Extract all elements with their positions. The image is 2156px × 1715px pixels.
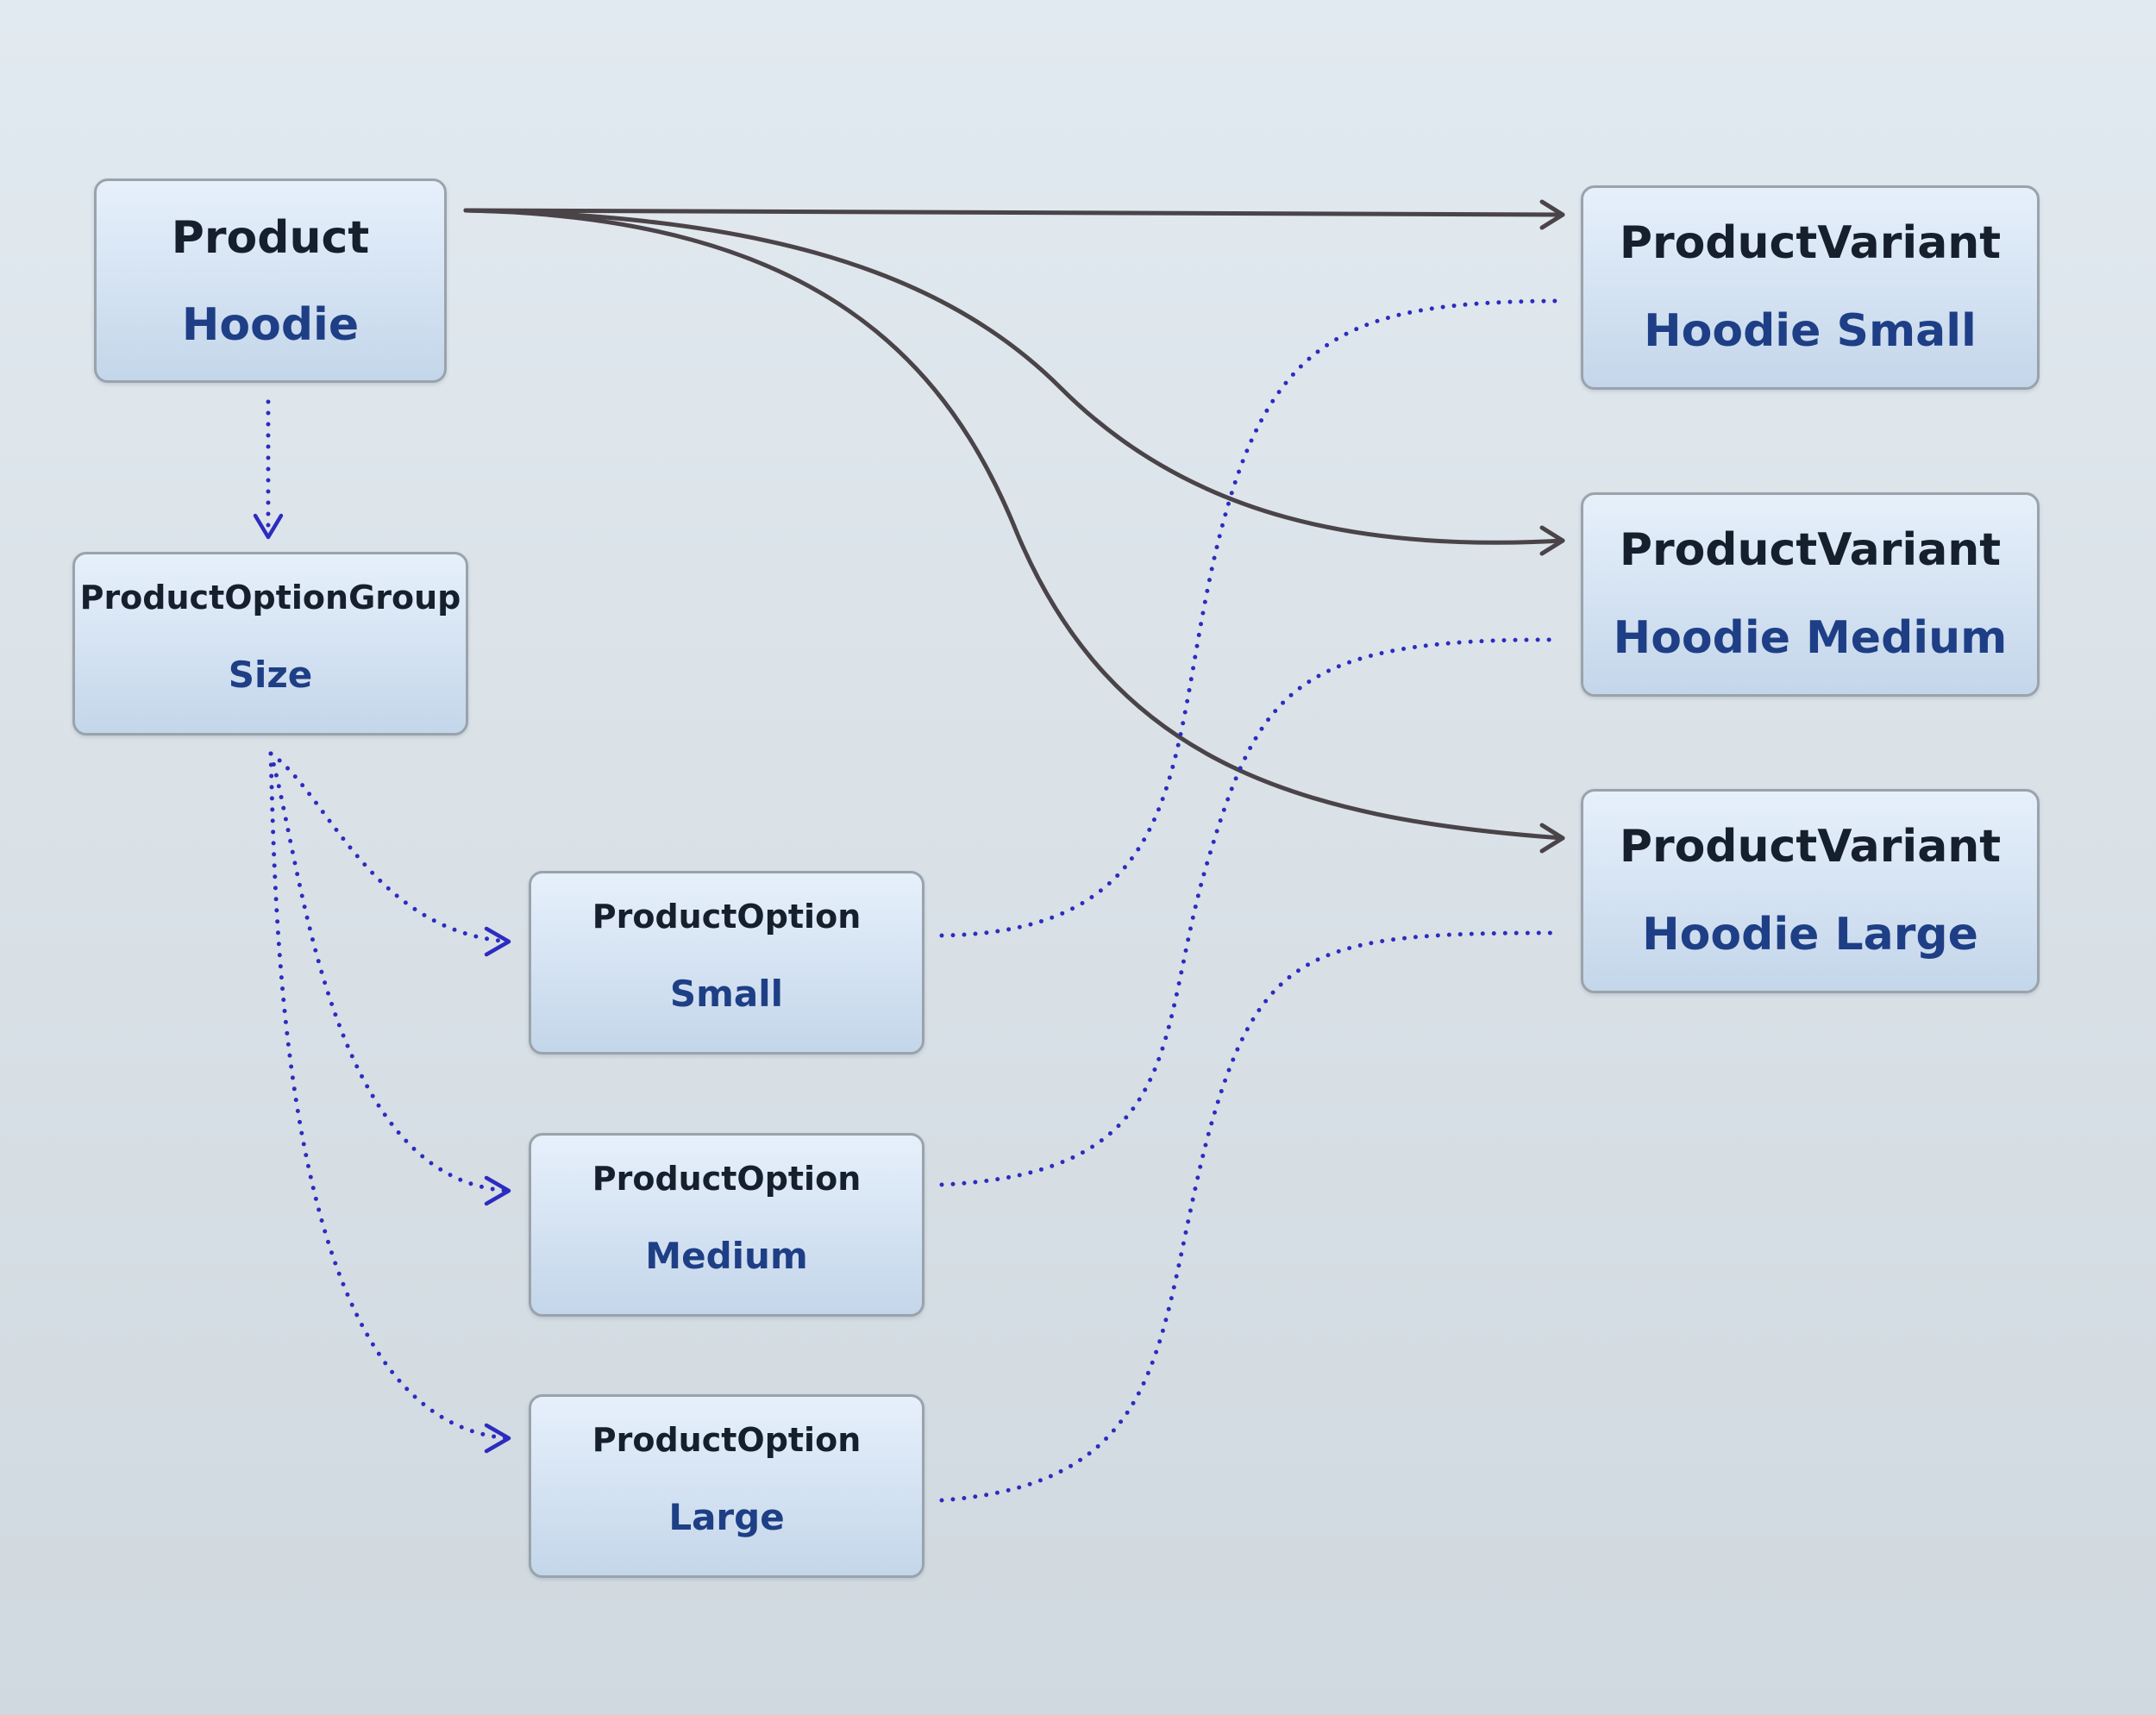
node-name-label: Hoodie — [181, 299, 360, 351]
edge-medium-to-variant-medium — [939, 637, 1562, 1187]
node-name-label: Size — [228, 654, 313, 696]
arrowhead-option-small — [484, 926, 511, 957]
node-variant-small: ProductVariant Hoodie Small — [1581, 185, 2040, 390]
node-option-large: ProductOption Large — [529, 1394, 924, 1578]
arrowhead-variant-large — [1539, 823, 1565, 854]
node-type-label: Product — [171, 212, 370, 264]
edge-size-to-large — [268, 751, 511, 1441]
arrowhead-option-large — [484, 1423, 511, 1454]
node-variant-large: ProductVariant Hoodie Large — [1581, 789, 2040, 993]
edge-size-to-small — [268, 751, 511, 944]
arrowhead-option-medium — [484, 1175, 511, 1206]
node-option-small: ProductOption Small — [529, 871, 924, 1055]
node-type-label: ProductOption — [592, 898, 862, 936]
arrowhead-size — [253, 513, 284, 540]
node-product: Product Hoodie — [94, 178, 447, 383]
edge-product-to-variant-small — [463, 208, 1565, 217]
node-name-label: Hoodie Small — [1644, 305, 1977, 357]
node-variant-medium: ProductVariant Hoodie Medium — [1581, 492, 2040, 697]
node-type-label: ProductOption — [592, 1421, 862, 1459]
node-type-label: ProductVariant — [1619, 524, 2002, 576]
node-name-label: Hoodie Medium — [1613, 612, 2008, 664]
node-name-label: Small — [669, 973, 784, 1015]
node-name-label: Large — [668, 1496, 785, 1538]
node-type-label: ProductOption — [592, 1160, 862, 1198]
node-option-medium: ProductOption Medium — [529, 1133, 924, 1317]
edge-large-to-variant-large — [939, 930, 1553, 1503]
node-type-label: ProductOptionGroup — [79, 579, 461, 617]
node-type-label: ProductVariant — [1619, 217, 2002, 269]
edge-product-to-variant-large — [463, 208, 1565, 841]
arrowhead-variant-small — [1539, 199, 1565, 230]
node-option-group: ProductOptionGroup Size — [72, 552, 468, 735]
edge-product-to-variant-medium — [463, 208, 1565, 545]
node-name-label: Hoodie Large — [1642, 909, 1978, 961]
node-type-label: ProductVariant — [1619, 821, 2002, 873]
node-name-label: Medium — [645, 1235, 808, 1277]
edge-size-to-medium — [268, 751, 511, 1193]
edge-small-to-variant-small — [939, 298, 1565, 938]
arrowhead-variant-medium — [1539, 525, 1565, 556]
